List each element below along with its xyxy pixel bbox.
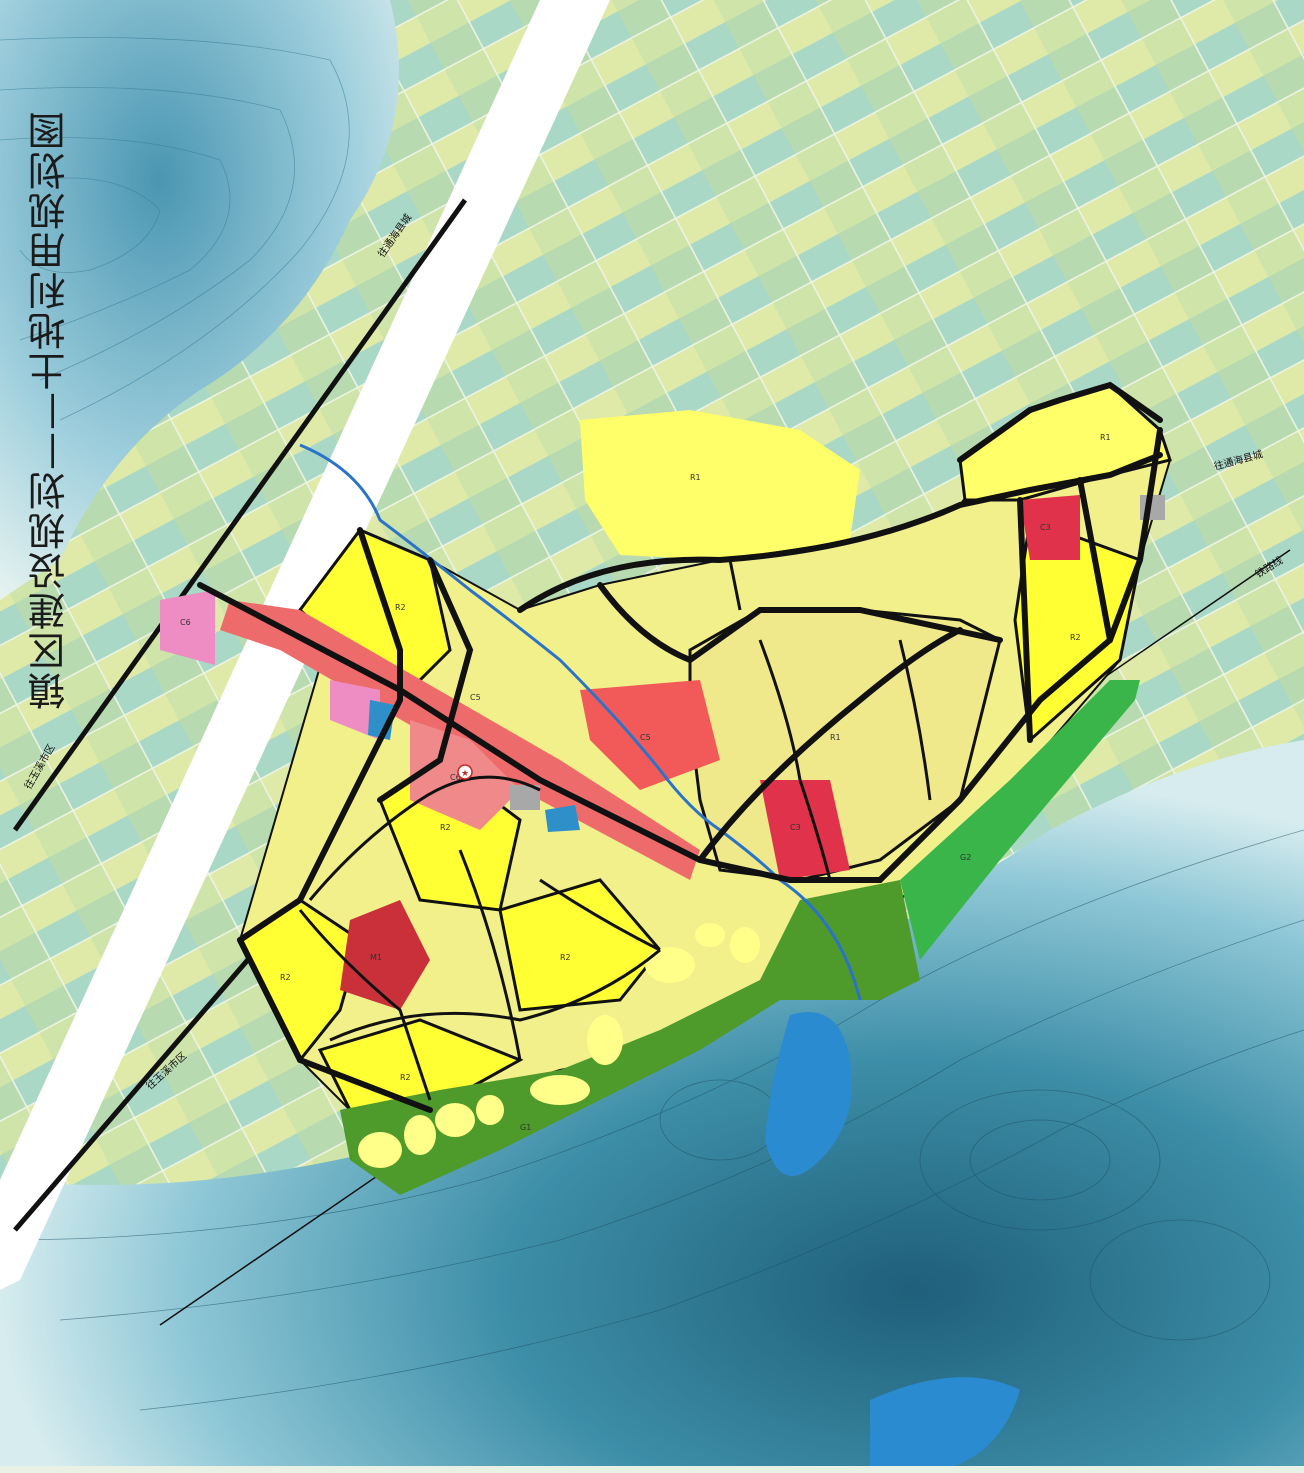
green-islands [358, 923, 760, 1168]
zone-industry [340, 900, 430, 1010]
svg-text:R2: R2 [280, 973, 291, 982]
zone-r2-east [1013, 517, 1142, 744]
bottom-border [0, 1466, 1304, 1473]
government-marker-icon: ★ [457, 764, 473, 780]
zone-education-2 [330, 680, 380, 740]
zone-facility-blue-2 [545, 805, 580, 832]
svg-text:C5: C5 [640, 733, 651, 742]
zone-code-labels: R2 R2 R2 R2 R2 R1 R1 R2 R1 C5 C5 C3 C3 C… [180, 433, 1111, 1132]
zone-commercial-east [1020, 495, 1080, 560]
map-title: 镇区建设规划——土地利用规划图 [28, 110, 72, 710]
svg-text:C3: C3 [1040, 523, 1051, 532]
svg-text:M1: M1 [370, 953, 382, 962]
zone-education [160, 590, 215, 665]
svg-text:★: ★ [461, 769, 469, 779]
svg-text:R2: R2 [400, 1073, 411, 1082]
northwest-hills [0, 0, 399, 600]
svg-text:C6: C6 [450, 773, 461, 782]
highway-north [12, 198, 468, 832]
svg-text:C6: C6 [180, 618, 191, 627]
zone-commercial-north [580, 680, 720, 790]
svg-text:R2: R2 [395, 603, 406, 612]
svg-text:R2: R2 [560, 953, 571, 962]
river [299, 443, 862, 1001]
svg-text:R1: R1 [690, 473, 701, 482]
hill-contours [0, 37, 350, 421]
svg-text:R1: R1 [1100, 433, 1111, 442]
svg-text:R1: R1 [830, 733, 841, 742]
southeast-bay [870, 1377, 1020, 1473]
svg-text:G2: G2 [960, 853, 971, 862]
reservoir [765, 1012, 852, 1176]
zone-r1-north [580, 410, 860, 560]
secondary-roads [298, 559, 932, 1101]
zone-commercial-center [760, 780, 850, 880]
svg-text:R2: R2 [440, 823, 451, 832]
zone-utility-2 [510, 785, 540, 810]
zone-green-belt-east [900, 680, 1140, 960]
main-roads [197, 381, 1163, 1113]
lake-contours [0, 740, 1304, 1473]
svg-text:G1: G1 [520, 1123, 531, 1132]
svg-text:R2: R2 [1070, 633, 1081, 642]
svg-text:C3: C3 [790, 823, 801, 832]
svg-text:C5: C5 [470, 693, 481, 702]
lake-contour-lines [0, 829, 1304, 1411]
